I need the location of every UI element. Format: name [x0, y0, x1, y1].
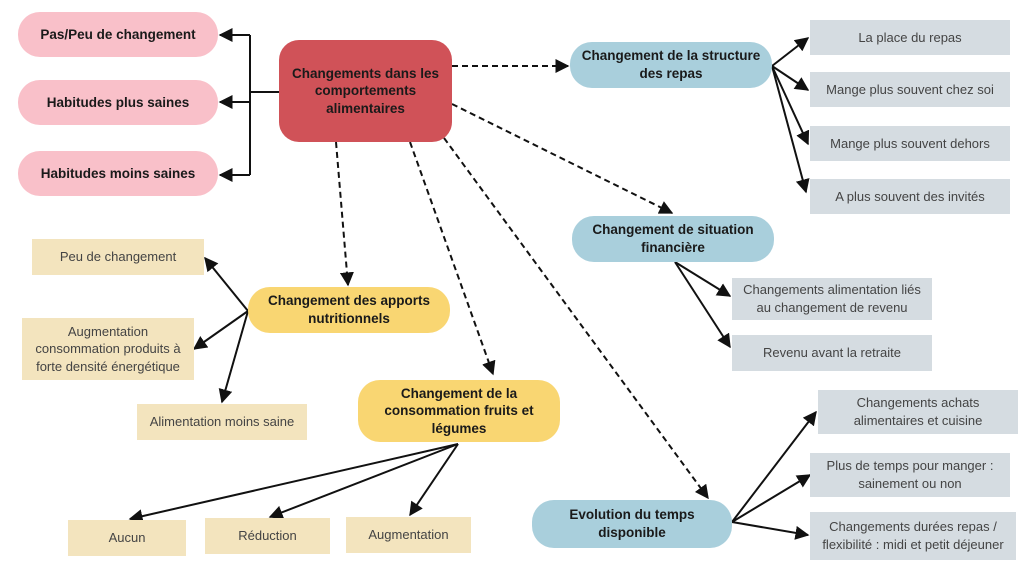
node-situation-financiere: Changement de situation financière — [572, 216, 774, 262]
node-habitudes-moins-saines: Habitudes moins saines — [18, 151, 218, 196]
edge-structure-chez-soi — [771, 65, 810, 91]
edge-central-nutrition — [335, 141, 354, 287]
box-dehors: Mange plus souvent dehors — [810, 126, 1010, 161]
box-reduction: Réduction — [205, 518, 330, 554]
edge-central-fruits — [409, 141, 496, 376]
central-node: Changements dans les comportements alime… — [279, 40, 452, 142]
edge-fruits-aucun — [128, 443, 459, 524]
box-invites: A plus souvent des invités — [810, 179, 1010, 214]
box-aucun: Aucun — [68, 520, 186, 556]
node-temps-disponible: Evolution du temps disponible — [532, 500, 732, 548]
box-temps-manger: Plus de temps pour manger : sainement ou… — [810, 453, 1010, 497]
edge-nutrition-peu — [204, 256, 249, 312]
edge-finance-liés — [674, 261, 732, 297]
node-habitudes-plus-saines: Habitudes plus saines — [18, 80, 218, 125]
edge-structure-place — [771, 37, 810, 67]
edge-structure-dehors — [771, 65, 810, 146]
node-structure-repas: Changement de la structure des repas — [570, 42, 772, 88]
edge-central-time — [443, 137, 709, 500]
box-alimentation-revenu: Changements alimentation liés au changem… — [732, 278, 932, 320]
box-durees-repas: Changements durées repas / flexibilité :… — [810, 512, 1016, 560]
box-peu-changement: Peu de changement — [32, 239, 204, 275]
edge-structure-invites — [771, 65, 810, 194]
box-achats-cuisine: Changements achats alimentaires et cuisi… — [818, 390, 1018, 434]
box-chez-soi: Mange plus souvent chez soi — [810, 72, 1010, 107]
edge-central-finance — [451, 103, 674, 214]
box-augmentation: Augmentation — [346, 517, 471, 553]
box-revenu-avant-retraite: Revenu avant la retraite — [732, 335, 932, 371]
box-forte-densite: Augmentation consommation produits à for… — [22, 318, 194, 380]
node-pas-peu-changement: Pas/Peu de changement — [18, 12, 218, 57]
box-alimentation-moins-saine: Alimentation moins saine — [137, 404, 307, 440]
edge-time-manger — [731, 474, 812, 523]
edge-time-achats — [731, 410, 817, 523]
edge-finance-avant — [674, 261, 731, 349]
node-fruits-legumes: Changement de la consommation fruits et … — [358, 380, 560, 442]
edge-fruits-augmentation — [409, 443, 459, 517]
edge-fruits-reduction — [268, 443, 459, 519]
box-place-repas: La place du repas — [810, 20, 1010, 55]
node-apports-nutritionnels: Changement des apports nutritionnels — [248, 287, 450, 333]
edge-nutrition-augmentation — [192, 310, 249, 350]
edge-nutrition-moins-saine — [218, 310, 249, 404]
edge-time-durees — [731, 521, 810, 540]
